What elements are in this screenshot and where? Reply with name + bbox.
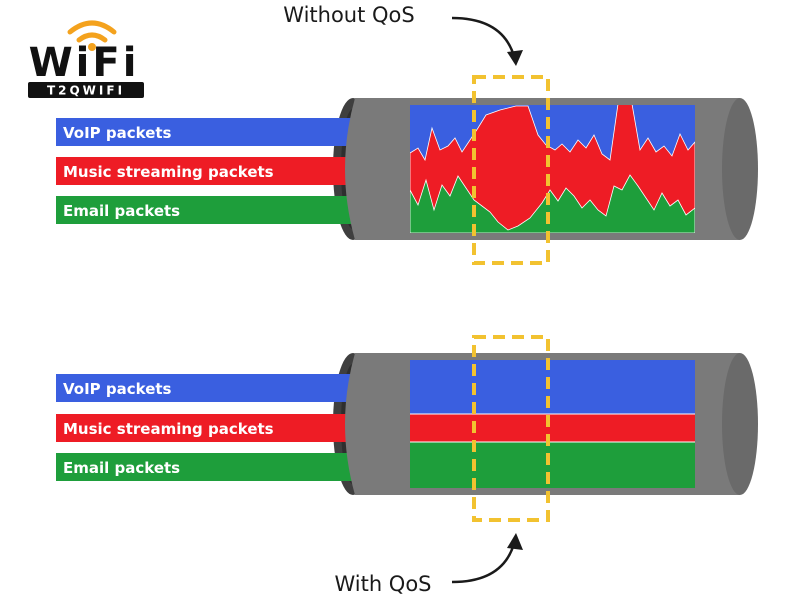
without-qos-arrowhead <box>507 50 523 66</box>
highlight-box-without <box>472 75 550 265</box>
with-qos-arrow <box>451 539 517 584</box>
wifi-signal-icon <box>67 20 117 43</box>
pipe-rim-right <box>722 353 758 495</box>
band-music-label: Music streaming packets <box>63 420 274 438</box>
with-qos-label: With QoS <box>334 572 431 596</box>
pipe-window <box>410 360 695 488</box>
logo-wordmark: WiFi <box>29 40 140 86</box>
wifi-dot-icon <box>88 43 96 51</box>
brand-logo: WiFi T2QWIFI <box>28 20 144 98</box>
without-qos-arrow <box>451 16 517 61</box>
band-email-label: Email packets <box>63 202 180 220</box>
without-qos-label: Without QoS <box>283 3 414 27</box>
pipe-rim-right <box>722 98 758 240</box>
band-music-label: Music streaming packets <box>63 163 274 181</box>
band-music <box>56 157 368 185</box>
panel-without-qos: Without QoS VoIP packets Music streaming… <box>56 3 758 265</box>
traffic-music <box>410 414 695 442</box>
pipe-window <box>410 105 695 233</box>
band-voip <box>56 118 368 146</box>
highlight-box-with <box>472 335 550 522</box>
band-voip <box>56 374 368 402</box>
with-qos-arrowhead <box>507 533 523 550</box>
logo-tagline: T2QWIFI <box>47 84 125 98</box>
band-voip-label: VoIP packets <box>63 124 172 142</box>
band-music <box>56 414 368 442</box>
panel-with-qos: VoIP packets Music streaming packets Ema… <box>56 335 758 596</box>
band-email <box>56 196 368 224</box>
band-email <box>56 453 368 481</box>
traffic-email <box>410 442 695 488</box>
traffic-voip <box>410 360 695 414</box>
band-email-label: Email packets <box>63 459 180 477</box>
logo-tagline-bar <box>28 82 144 98</box>
traffic-email <box>410 174 695 233</box>
band-voip-label: VoIP packets <box>63 380 172 398</box>
